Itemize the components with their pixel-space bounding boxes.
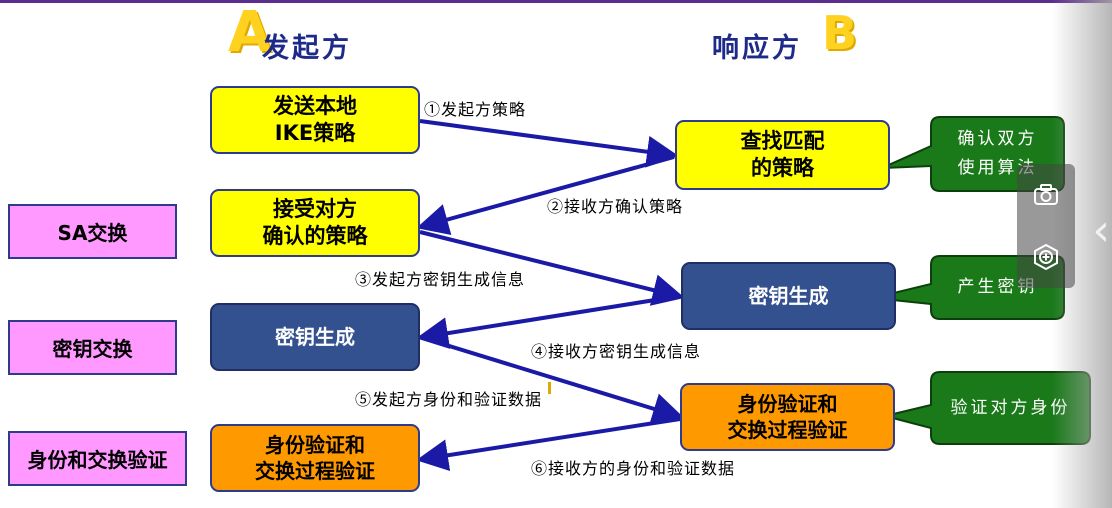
step-4-label: ④接收方密钥生成信息: [531, 342, 702, 361]
responder-header: 响应方: [712, 33, 802, 64]
callout-generate-key-text: 产生密钥: [957, 277, 1038, 298]
phase-sa-exchange: SA交换: [8, 204, 177, 259]
arrow-step-4: [416, 294, 681, 350]
initiator-send-policy: 发送本地 IKE策略: [210, 86, 420, 154]
callout-confirm-algo-text: 确认双方 使用算法: [957, 129, 1038, 178]
arrow-step-3: [419, 230, 685, 306]
floating-toolbar: [1017, 164, 1075, 288]
callout-verify-identity-text: 验证对方身份: [950, 397, 1071, 418]
add-shape-icon[interactable]: [1031, 242, 1061, 272]
step-3-label: ③发起方密钥生成信息: [355, 270, 526, 289]
responder-auth-verify: 身份验证和 交换过程验证: [680, 383, 895, 451]
step-1-label: ①发起方策略: [424, 100, 527, 119]
step-2-label: ②接收方确认策略: [547, 197, 684, 216]
phase-key-exchange: 密钥交换: [8, 320, 177, 375]
camera-icon[interactable]: [1031, 180, 1061, 210]
initiator-accept-policy: 接受对方 确认的策略: [210, 189, 420, 257]
initiator-auth-verify: 身份验证和 交换过程验证: [210, 424, 420, 492]
arrow-step-2: [416, 155, 675, 236]
phase-auth-exchange: 身份和交换验证: [8, 431, 187, 486]
responder-find-policy: 查找匹配 的策略: [675, 120, 890, 190]
initiator-keygen: 密钥生成: [210, 303, 420, 371]
responder-letter: B: [822, 6, 858, 60]
arrow-step-6: [416, 417, 681, 472]
arrow-step-1: [419, 119, 679, 168]
initiator-letter: A: [228, 0, 272, 65]
chevron-left-icon[interactable]: ‹: [1092, 205, 1110, 256]
text-cursor: [548, 382, 551, 394]
step-6-label: ⑥接收方的身份和验证数据: [531, 459, 736, 478]
step-5-label: ⑤发起方身份和验证数据: [355, 390, 543, 409]
responder-keygen: 密钥生成: [681, 262, 896, 330]
arrow-step-5: [419, 335, 685, 425]
top-border: [0, 0, 1112, 3]
initiator-header: 发起方: [262, 33, 352, 64]
